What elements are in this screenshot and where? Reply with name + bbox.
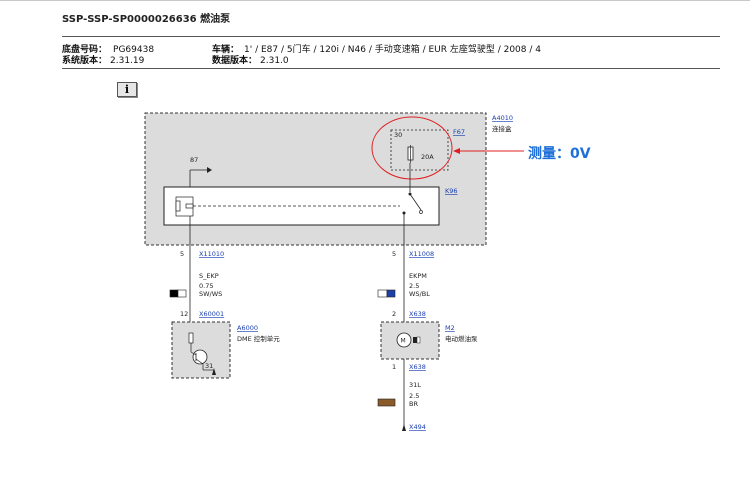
wire-right-bottom-color: BR <box>409 400 418 408</box>
wire-right-swatch-brown <box>377 398 396 407</box>
pump-motor-icon <box>396 332 412 348</box>
dme-transistor-emitter <box>195 358 204 365</box>
f67-pin: 30 <box>394 131 402 139</box>
x11008-link[interactable]: X11008 <box>409 250 434 258</box>
header-divider <box>62 36 720 37</box>
ground-arrow-icon <box>402 424 406 431</box>
vehicle-label: 车辆： <box>212 45 240 55</box>
a4010-desc: 连接盒 <box>492 124 512 133</box>
x11008-pin: 5 <box>392 250 396 258</box>
dme-transistor-lead <box>190 351 197 356</box>
x11010-link[interactable]: X11010 <box>199 250 224 258</box>
wire-right-top-name: EKPM <box>409 272 427 280</box>
chassis-label: 底盘号码： <box>62 45 108 55</box>
wire-left-swatch-black <box>169 289 179 298</box>
x60001-pin: 12 <box>180 310 188 318</box>
wire-right-top-size: 2.5 <box>409 282 419 290</box>
x638-top-pin: 2 <box>392 310 396 318</box>
terminal-87-label: 87 <box>190 156 198 164</box>
system-value: 2.31.19 <box>110 56 145 66</box>
wire-right-bottom-size: 2.5 <box>409 392 419 400</box>
x638-top-link[interactable]: X638 <box>409 310 426 318</box>
vehicle-row: 车辆： 1' / E87 / 5门车 / 120i / N46 / 手动变速箱 /… <box>212 42 541 55</box>
wire-left-color: SW/WS <box>199 290 222 298</box>
measure-highlight-ellipse <box>371 116 453 180</box>
terminal-87-arrow-icon <box>207 167 212 173</box>
wire-right-bottom-name: 31L <box>409 381 421 389</box>
wire-left-swatch-white <box>177 289 187 298</box>
data-version-value: 2.31.0 <box>260 56 289 66</box>
system-row: 系统版本：2.31.19 <box>62 53 144 66</box>
pump-symbol-black <box>413 337 417 343</box>
pump-motor-symbol: M <box>401 338 406 345</box>
wire-right-swatch-blue <box>386 289 396 298</box>
f67-box <box>390 129 449 171</box>
x60001-link[interactable]: X60001 <box>199 310 224 318</box>
data-version-label: 数据版本： <box>212 56 258 66</box>
relay-coil-icon <box>175 200 181 212</box>
relay-coil-core <box>185 203 194 209</box>
wire-right-top-color: WS/BL <box>409 290 430 298</box>
wire-left-size: 0.75 <box>199 282 213 290</box>
wire-left-name: S_EKP <box>199 272 219 280</box>
top-border <box>0 0 750 1</box>
meta-divider <box>62 68 720 69</box>
measurement-annotation: 测量：0V <box>528 146 591 162</box>
k96-link[interactable]: K96 <box>445 187 458 195</box>
dme-transistor-icon <box>192 349 208 365</box>
m2-link[interactable]: M2 <box>445 324 455 332</box>
a6000-ground-pin: 31 <box>205 362 213 370</box>
a4010-link[interactable]: A4010 <box>492 114 513 122</box>
x638-bottom-link[interactable]: X638 <box>409 363 426 371</box>
measure-arrow-head <box>453 148 460 154</box>
data-version-row: 数据版本：2.31.0 <box>212 53 289 66</box>
ground-arrow-icon <box>212 368 216 375</box>
m2-desc: 电动燃油泵 <box>445 334 478 343</box>
pump-symbol-white <box>416 336 421 344</box>
chassis-row: 底盘号码： PG69438 <box>62 42 154 55</box>
system-label: 系统版本： <box>62 56 108 66</box>
x11010-pin: 5 <box>180 250 184 258</box>
dme-resistor-icon <box>188 332 194 344</box>
x638-bottom-pin: 1 <box>392 363 396 371</box>
f67-rating: 20A <box>421 153 434 161</box>
a6000-link[interactable]: A6000 <box>237 324 258 332</box>
vehicle-value: 1' / E87 / 5门车 / 120i / N46 / 手动变速箱 / EU… <box>244 45 541 55</box>
a6000-desc: DME 控制单元 <box>237 334 280 343</box>
relay-switch-icon <box>409 193 422 211</box>
wire-right-swatch-white <box>377 289 388 298</box>
f67-link[interactable]: F67 <box>453 128 465 136</box>
chassis-value: PG69438 <box>113 45 155 55</box>
info-button[interactable]: i <box>117 82 137 97</box>
x494-link[interactable]: X494 <box>409 423 426 431</box>
page-title: SSP-SSP-SP0000026636 燃油泵 <box>62 14 231 25</box>
switch-contact-open <box>419 210 423 214</box>
